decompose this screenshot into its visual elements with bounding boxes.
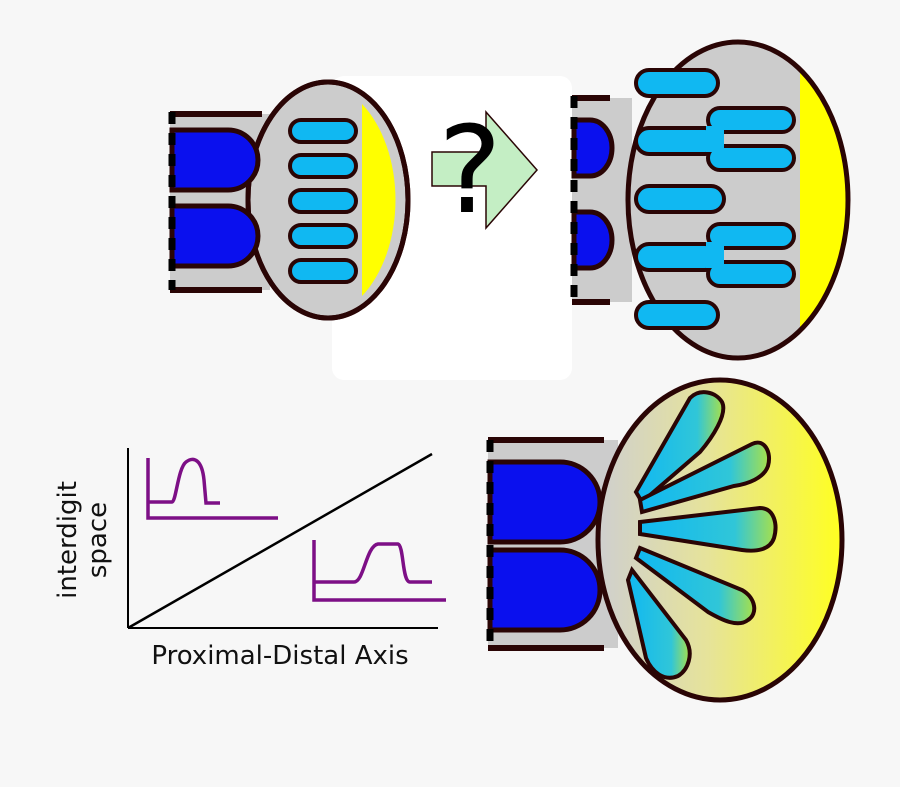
expression-profile-narrow — [146, 457, 278, 520]
fan-limb-bud — [486, 377, 845, 703]
digit-blue — [571, 117, 615, 179]
digit-ray — [625, 566, 692, 680]
digit-ray — [633, 545, 757, 626]
digit-blue — [169, 127, 261, 193]
y-axis-label-line2: space — [83, 502, 113, 578]
condensation-stripe — [288, 223, 358, 249]
digit-blue — [169, 203, 261, 269]
branch-stripe — [706, 260, 796, 288]
branched-limb-bud — [570, 39, 851, 361]
digit-blue — [487, 459, 603, 545]
condensation-stripe — [288, 153, 358, 179]
condensation-stripe — [634, 184, 726, 214]
condensation-stripe — [634, 126, 720, 156]
diagonal-trend-line — [127, 452, 433, 630]
distal-yellow-region — [800, 70, 848, 330]
y-axis-label-line1: interdigit — [53, 481, 83, 599]
right-arrow-icon — [431, 110, 538, 230]
condensation-stripe — [288, 188, 358, 214]
expression-profile-wide — [312, 540, 446, 602]
condensation-stripe — [288, 118, 358, 144]
condensation-stripe — [288, 258, 358, 284]
digit-ray — [637, 440, 771, 515]
digit-ray — [633, 390, 726, 506]
branch-stripe — [706, 106, 796, 134]
early-limb-bud — [168, 79, 411, 321]
branch-stripe — [706, 144, 796, 172]
digit-blue — [487, 547, 603, 633]
digit-blue — [571, 209, 615, 271]
distal-yellow-region — [362, 104, 396, 296]
branch-stripe — [706, 222, 796, 250]
condensation-stripe — [634, 242, 720, 272]
profile-graph: Proximal-Distal Axis interdigit space — [53, 448, 446, 671]
condensation-stripe — [634, 68, 720, 98]
question-mark-icon: ? — [438, 102, 502, 241]
x-axis-label: Proximal-Distal Axis — [151, 641, 408, 671]
condensation-stripe — [634, 300, 720, 330]
digit-ray — [638, 505, 778, 553]
